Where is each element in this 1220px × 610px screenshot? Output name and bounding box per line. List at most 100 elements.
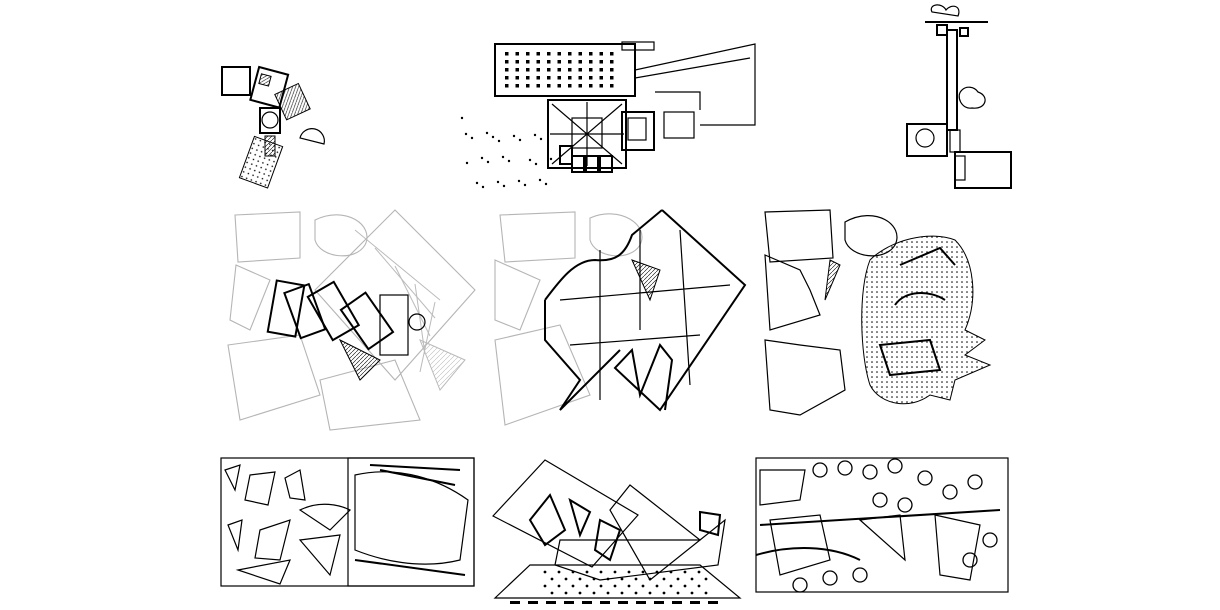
column-dot (610, 52, 614, 56)
site-dot (606, 577, 610, 581)
plan-ring (822, 570, 838, 586)
column-dot (610, 84, 614, 88)
ground-marker (600, 601, 610, 604)
plan-ring (897, 497, 913, 513)
column-dot (515, 52, 519, 56)
plan-ring (917, 470, 933, 486)
ghost-grid-line (374, 247, 436, 319)
site-dot (655, 584, 659, 588)
site-dot (690, 577, 694, 581)
site-dot (496, 180, 500, 184)
plan-ring (792, 577, 808, 593)
column-dot (589, 84, 593, 88)
column-dot (568, 68, 572, 72)
column-dot (578, 68, 582, 72)
ground-marker (510, 601, 520, 604)
site-dot (683, 570, 687, 574)
site-dot (592, 591, 596, 595)
site-dot (475, 181, 479, 185)
site-dot (669, 570, 673, 574)
ground-marker (528, 601, 538, 604)
site-dot (585, 570, 589, 574)
plan-panel-r3c2 (492, 459, 742, 604)
column-dot (515, 60, 519, 64)
site-dot (620, 577, 624, 581)
column-dot (515, 68, 519, 72)
column-dot (547, 84, 551, 88)
plan-ring (852, 567, 868, 583)
site-dot (543, 584, 547, 588)
site-dot (497, 139, 501, 143)
site-dot (620, 591, 624, 595)
ground-marker (690, 601, 700, 604)
ground-marker (708, 601, 718, 604)
site-dot (669, 584, 673, 588)
site-dot (676, 577, 680, 581)
site-dot (491, 135, 495, 139)
site-dot (518, 138, 522, 142)
site-dot (578, 577, 582, 581)
site-dot (528, 158, 532, 162)
site-dot (627, 570, 631, 574)
ground-markers (510, 601, 718, 604)
site-dot (578, 591, 582, 595)
ghost-grid (354, 229, 441, 373)
column-dot (557, 52, 561, 56)
column-dot (515, 84, 519, 88)
column-dot (568, 84, 572, 88)
site-dot (592, 577, 596, 581)
column-dot (526, 52, 530, 56)
site-dot (481, 185, 485, 189)
ground-marker (564, 601, 574, 604)
site-dot (571, 584, 575, 588)
column-dot (578, 60, 582, 64)
plan-rings (792, 458, 998, 593)
site-dot (683, 584, 687, 588)
site-dot (599, 570, 603, 574)
site-dot (501, 155, 505, 159)
column-dot (599, 52, 603, 56)
site-dot (648, 577, 652, 581)
site-dot (655, 570, 659, 574)
column-dot (505, 68, 509, 72)
column-dot (568, 76, 572, 80)
column-dot (536, 68, 540, 72)
site-dot (634, 577, 638, 581)
plan-ring (942, 484, 958, 500)
column-dot (557, 68, 561, 72)
site-dot (486, 160, 490, 164)
column-dot (599, 60, 603, 64)
site-dot (512, 134, 516, 138)
column-dot (547, 52, 551, 56)
column-dot (599, 68, 603, 72)
site-dot (571, 570, 575, 574)
plan-ring (872, 492, 888, 508)
site-dot (539, 137, 543, 141)
plan-panel-r2c3 (764, 209, 992, 416)
site-dot (634, 591, 638, 595)
site-dot (460, 116, 464, 120)
site-dot (480, 156, 484, 160)
site-dot (662, 591, 666, 595)
site-dot (485, 131, 489, 135)
ghost-grid-line (419, 301, 436, 373)
site-dot (550, 591, 554, 595)
site-dot (704, 577, 708, 581)
plan-ring (967, 474, 983, 490)
plan-panel-r3c3 (755, 457, 1009, 593)
column-dot (589, 52, 593, 56)
ground-marker (618, 601, 628, 604)
column-dot (515, 76, 519, 80)
plan-ring (812, 462, 828, 478)
column-dot (505, 60, 509, 64)
site-dot (690, 591, 694, 595)
site-dot (550, 577, 554, 581)
plan-panel-r1c2 (460, 41, 756, 189)
site-dot (544, 182, 548, 186)
site-dot (599, 584, 603, 588)
plan-panel-r2c1 (227, 209, 476, 431)
ground-marker (546, 601, 556, 604)
site-dot (697, 584, 701, 588)
column-dot (610, 76, 614, 80)
column-dot (589, 68, 593, 72)
